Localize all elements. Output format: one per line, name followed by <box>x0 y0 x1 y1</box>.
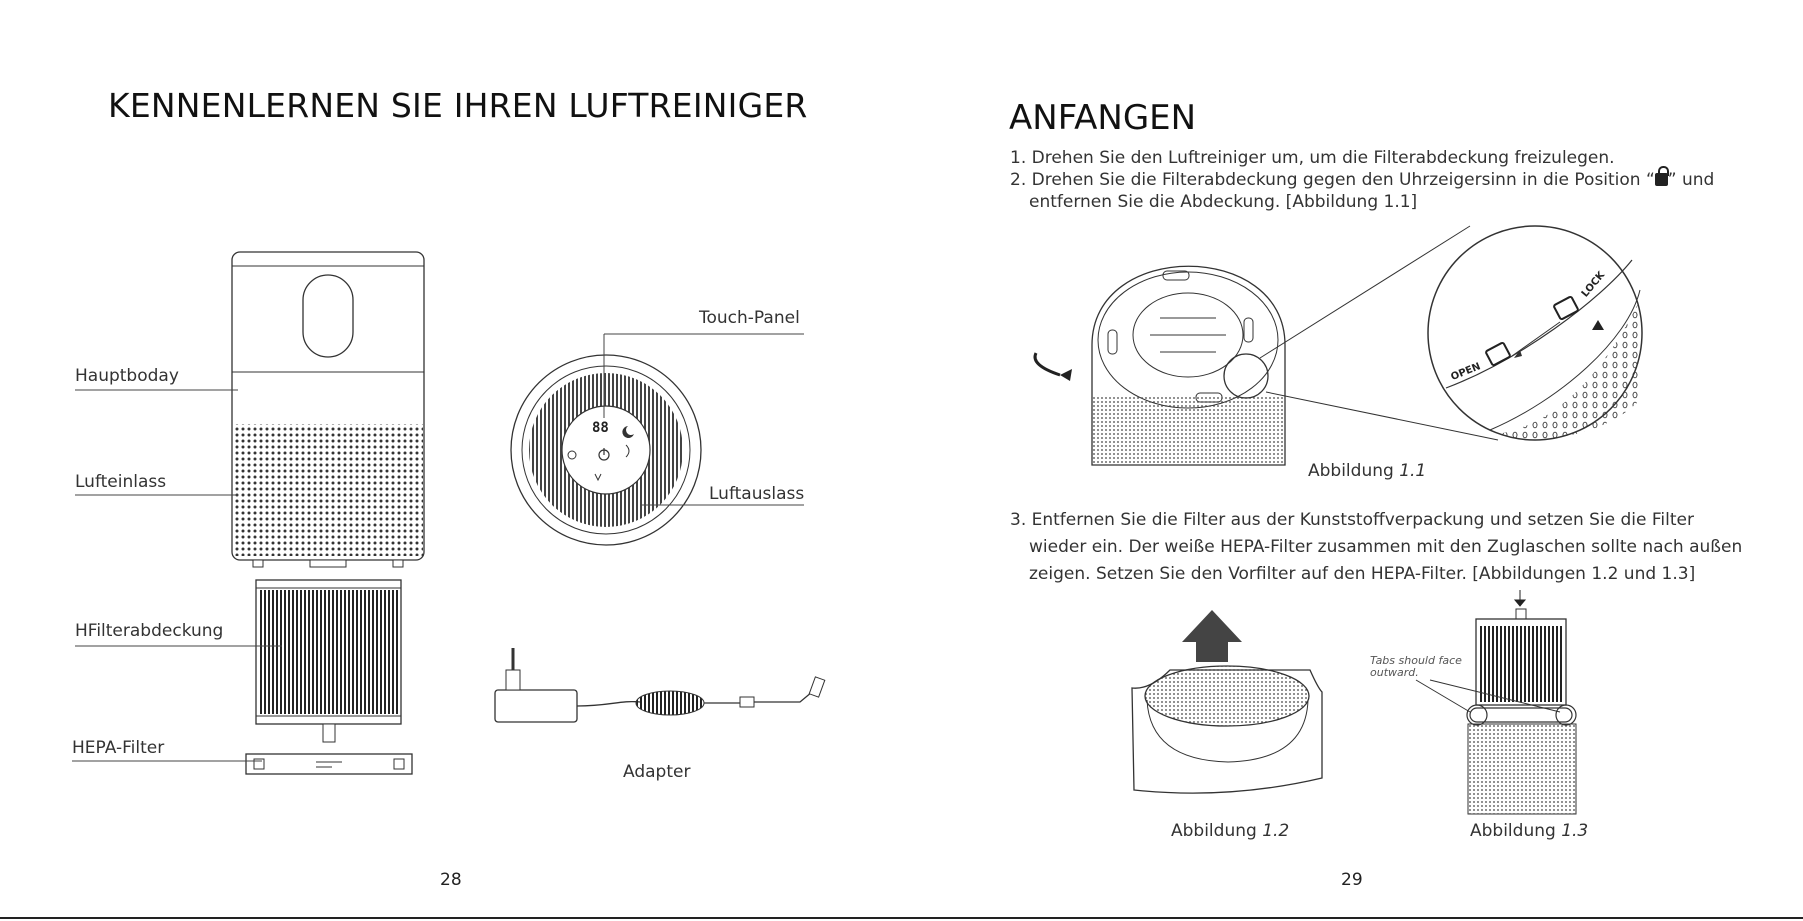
figure-1-3-note-line1: Tabs should face <box>1370 654 1462 667</box>
panel-display: 88 <box>592 420 609 436</box>
label-air-inlet: Lufteinlass <box>75 472 167 492</box>
page-number-right: 29 <box>1341 870 1363 890</box>
step-3-line3: zeigen. Setzen Sie den Vorfilter auf den… <box>1029 564 1696 584</box>
step-1: 1. Drehen Sie den Luftreiniger um, um di… <box>1010 148 1615 168</box>
unlock-icon <box>1654 166 1669 186</box>
figure-1-2-caption: Abbildung 1.2 <box>1171 821 1290 841</box>
label-main-body: Hauptboday <box>75 366 179 386</box>
right-page-title: ANFANGEN <box>1009 98 1197 138</box>
label-air-outlet: Luftauslass <box>709 484 805 504</box>
page-number-left: 28 <box>440 870 462 890</box>
label-adapter: Adapter <box>623 762 691 782</box>
label-filter-cover: HFilterabdeckung <box>75 621 224 641</box>
step-2-line1: 2. Drehen Sie die Filterabdeckung gegen … <box>1010 166 1714 191</box>
left-page-title: KENNENLERNEN SIE IHREN LUFTREINIGER <box>108 86 808 125</box>
figure-1-3-caption: Abbildung 1.3 <box>1470 821 1589 841</box>
step-3-line2: wieder ein. Der weiße HEPA-Filter zusamm… <box>1029 537 1743 557</box>
figure-1-3-note-line2: outward. <box>1370 666 1419 679</box>
label-hepa-filter: HEPA-Filter <box>72 738 165 758</box>
step-2-line2: entfernen Sie die Abdeckung. [Abbildung … <box>1029 192 1418 212</box>
figure-1-3-illustration <box>1415 590 1577 815</box>
purifier-illustration <box>231 251 425 775</box>
label-touch-panel: Touch-Panel <box>699 308 800 328</box>
figure-1-2-illustration <box>1131 610 1323 794</box>
figure-1-1-illustration <box>1033 225 1643 466</box>
step-3-line1: 3. Entfernen Sie die Filter aus der Kuns… <box>1010 510 1694 530</box>
adapter-illustration <box>494 648 826 723</box>
figure-1-1-caption: Abbildung 1.1 <box>1308 461 1427 481</box>
top-view-illustration <box>510 354 702 546</box>
